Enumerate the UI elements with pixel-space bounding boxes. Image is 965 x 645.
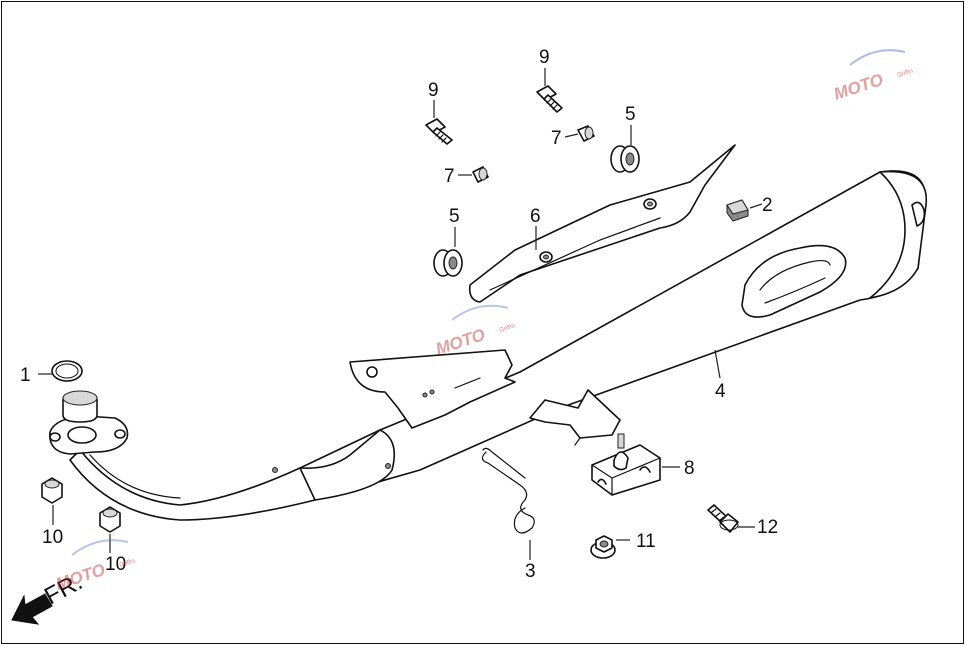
exhaust-flange[interactable] xyxy=(49,390,129,455)
callout-8[interactable]: 8 xyxy=(684,458,695,479)
part-10-nut-right[interactable] xyxy=(99,506,121,533)
part-9-bolt-lower[interactable] xyxy=(425,118,453,145)
watermark-bottom-left: MOTO Griffin xyxy=(53,539,136,594)
watermark-top-right: MOTO Griffin xyxy=(831,49,914,104)
part-10-nut-left[interactable] xyxy=(41,477,63,504)
watermark-logo-text: MOTO xyxy=(831,70,885,104)
callout-5-lower[interactable]: 5 xyxy=(449,206,460,227)
part-3-spring-clip[interactable] xyxy=(481,447,535,534)
part-7-collar-lower[interactable] xyxy=(472,166,489,183)
part-11-flange-nut[interactable] xyxy=(590,535,616,559)
callout-3[interactable]: 3 xyxy=(525,561,536,582)
callout-5-upper[interactable]: 5 xyxy=(625,104,636,125)
part-8-rubber-mount[interactable] xyxy=(591,433,661,496)
callout-2[interactable]: 2 xyxy=(762,195,773,216)
callout-10-left[interactable]: 10 xyxy=(42,527,63,548)
callout-9-upper[interactable]: 9 xyxy=(539,47,550,68)
part-12-flange-bolt[interactable] xyxy=(707,504,739,533)
callout-6[interactable]: 6 xyxy=(530,206,541,227)
leader-lines xyxy=(38,68,763,560)
callout-1[interactable]: 1 xyxy=(20,365,31,386)
watermark-subtitle: Griffin xyxy=(897,68,914,79)
callout-7-upper[interactable]: 7 xyxy=(551,128,562,149)
exhaust-pipe[interactable] xyxy=(69,449,316,521)
muffler-mount-bracket[interactable] xyxy=(349,349,516,429)
part-2-clip[interactable] xyxy=(726,199,749,222)
part-9-bolt-upper[interactable] xyxy=(536,85,563,113)
part-7-collar-upper[interactable] xyxy=(577,125,595,142)
part-6-heat-shield[interactable] xyxy=(468,144,736,303)
callout-12[interactable]: 12 xyxy=(757,517,778,538)
callout-4[interactable]: 4 xyxy=(715,381,726,402)
callout-11[interactable]: 11 xyxy=(636,531,656,552)
part-5-grommet-upper[interactable] xyxy=(610,145,640,173)
watermark-subtitle: Griffin xyxy=(119,558,136,569)
callout-7-lower[interactable]: 7 xyxy=(444,166,455,187)
callout-10-right[interactable]: 10 xyxy=(105,554,126,575)
front-arrow-icon xyxy=(11,593,53,625)
lower-hanger-bracket[interactable] xyxy=(529,389,621,446)
callout-9-lower[interactable]: 9 xyxy=(428,80,439,101)
watermark-subtitle: Griffin xyxy=(499,323,516,334)
callout-labels: 1 2 3 4 5 5 6 7 7 8 9 9 10 10 11 12 xyxy=(20,47,778,582)
part-5-grommet-lower[interactable] xyxy=(433,249,463,277)
part-1-gasket[interactable] xyxy=(51,360,83,382)
muffler-assembly[interactable] xyxy=(272,170,928,501)
